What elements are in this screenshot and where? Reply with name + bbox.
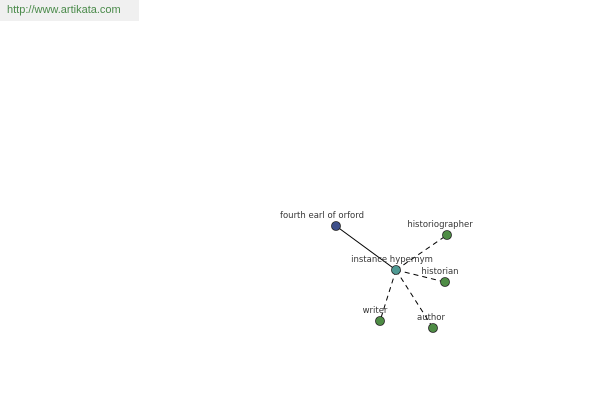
node-historiographer[interactable]: [442, 230, 452, 240]
edge-author: [395, 269, 434, 329]
edge-fourth-earl-of-orford: [335, 225, 397, 271]
node-fourth-earl-of-orford[interactable]: [331, 221, 341, 231]
edge-historiographer: [395, 234, 448, 271]
label-instance-hypernym: instance hypernym: [351, 255, 433, 265]
node-author[interactable]: [428, 323, 438, 333]
site-watermark: http://www.artikata.com: [0, 0, 139, 21]
node-historian[interactable]: [440, 277, 450, 287]
node-writer[interactable]: [375, 316, 385, 326]
node-instance-hypernym[interactable]: [391, 265, 401, 275]
label-author: author: [417, 313, 446, 323]
label-historiographer: historiographer: [407, 220, 473, 230]
label-fourth-earl-of-orford: fourth earl of orford: [280, 211, 364, 221]
site-link[interactable]: http://www.artikata.com: [7, 4, 121, 16]
label-historian: historian: [421, 267, 458, 277]
label-writer: writer: [363, 306, 388, 316]
